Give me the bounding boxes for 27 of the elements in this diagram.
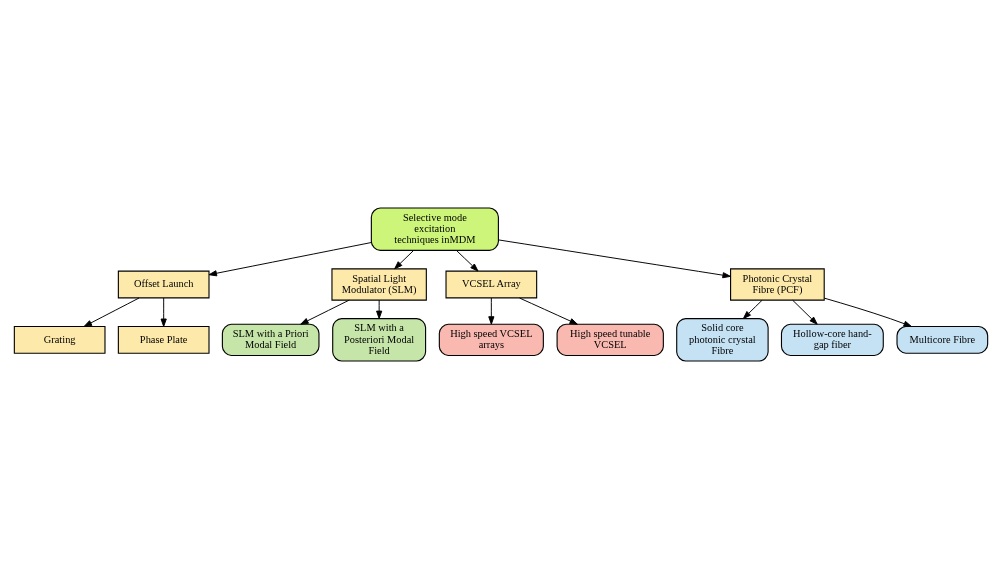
node-box: VCSEL Array: [444, 270, 537, 299]
arrow: [497, 239, 731, 279]
node-box: Hollow-core hand-gap fiber: [780, 323, 884, 356]
arrow: [375, 299, 382, 320]
arrow: [299, 299, 350, 325]
arrow: [393, 250, 414, 270]
arrow: [487, 297, 494, 325]
node-box: Grating: [13, 325, 106, 354]
arrow: [518, 297, 578, 325]
arrow: [823, 297, 912, 327]
node-box: Phase Plate: [117, 325, 210, 354]
arrow: [742, 299, 763, 320]
node-box: High speed VCSEL arrays: [438, 323, 544, 356]
node-box: Spatial Light Modulator (SLM): [330, 268, 427, 301]
arrow: [208, 242, 372, 277]
arrow: [791, 299, 818, 325]
arrow: [160, 297, 167, 327]
node-box: Selective mode excitation techniques inMDM: [370, 207, 499, 251]
node-box: High speed tunable VCSEL: [556, 323, 664, 356]
arrow: [455, 250, 478, 272]
node-box: SLM with a Posteriori Modal Field: [331, 318, 426, 362]
node-box: SLM with a Priori Modal Field: [221, 323, 320, 356]
node-box: Photonic Crystal Fibre (PCF): [729, 268, 825, 301]
arrow: [83, 297, 139, 327]
node-box: Offset Launch: [117, 270, 210, 299]
node-box: Multicore Fibre: [895, 325, 988, 354]
node-box: Solid core photonic crystal Fibre: [675, 318, 769, 362]
